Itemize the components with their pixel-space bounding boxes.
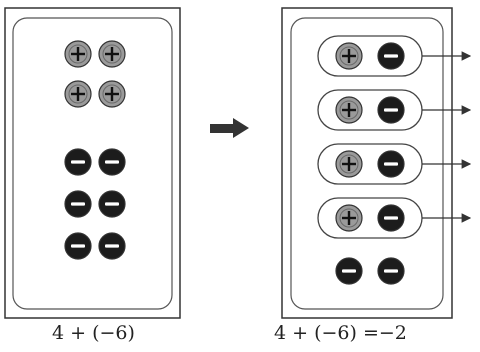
negative-chip xyxy=(64,148,92,176)
positive-chip xyxy=(98,80,126,108)
transform-arrow-icon xyxy=(210,118,249,138)
zero-pair xyxy=(317,143,472,185)
zero-pair-capsule xyxy=(317,143,423,185)
left-panel xyxy=(4,7,181,319)
negative-chip xyxy=(98,232,126,260)
positive-chip xyxy=(335,150,363,178)
positive-chip xyxy=(335,96,363,124)
negative-chip xyxy=(377,42,405,70)
negative-chip xyxy=(377,204,405,232)
negative-chip xyxy=(377,96,405,124)
zero-pair-group xyxy=(317,35,472,239)
zero-pair xyxy=(317,197,472,239)
zero-pair xyxy=(317,35,472,77)
left-chip-group xyxy=(64,40,126,260)
remaining-negative-group xyxy=(335,257,405,285)
negative-chip xyxy=(377,257,405,285)
negative-chip xyxy=(64,190,92,218)
left-panel-inner-frame xyxy=(12,17,173,310)
positive-chip xyxy=(64,80,92,108)
positive-chip xyxy=(98,40,126,68)
negative-chip xyxy=(98,190,126,218)
zero-pair-capsule xyxy=(317,89,423,131)
left-expression-caption: 4 + (−6) xyxy=(52,322,135,344)
negative-chip xyxy=(98,148,126,176)
negative-chip xyxy=(377,150,405,178)
positive-chip xyxy=(335,42,363,70)
left-panel-outer-frame xyxy=(4,7,181,319)
positive-chip xyxy=(335,204,363,232)
zero-pair-capsule xyxy=(317,35,423,77)
right-expression-caption: 4 + (−6) =−2 xyxy=(274,322,407,344)
zero-pair xyxy=(317,89,472,131)
zero-pair-capsule xyxy=(317,197,423,239)
negative-chip xyxy=(64,232,92,260)
negative-chip xyxy=(335,257,363,285)
positive-chip xyxy=(64,40,92,68)
right-panel xyxy=(281,7,472,319)
